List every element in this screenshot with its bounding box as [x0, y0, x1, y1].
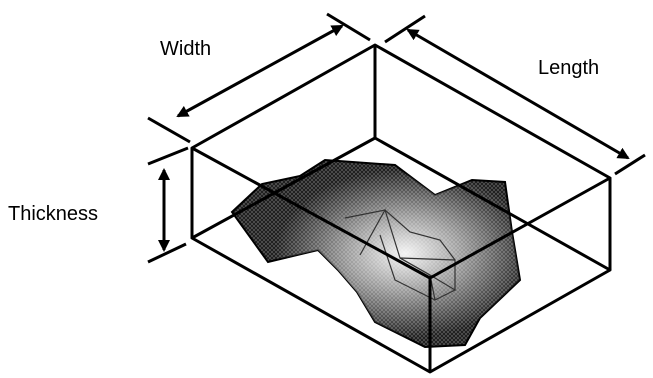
- length-dimension: [384, 14, 646, 176]
- ore-body: [230, 158, 522, 349]
- thickness-dimension: [147, 146, 189, 264]
- ore-body-mesh: [344, 208, 456, 301]
- width-label: Width: [160, 38, 211, 60]
- length-label: Length: [538, 57, 599, 79]
- thickness-label: Thickness: [8, 203, 98, 225]
- width-dimension: [147, 12, 371, 144]
